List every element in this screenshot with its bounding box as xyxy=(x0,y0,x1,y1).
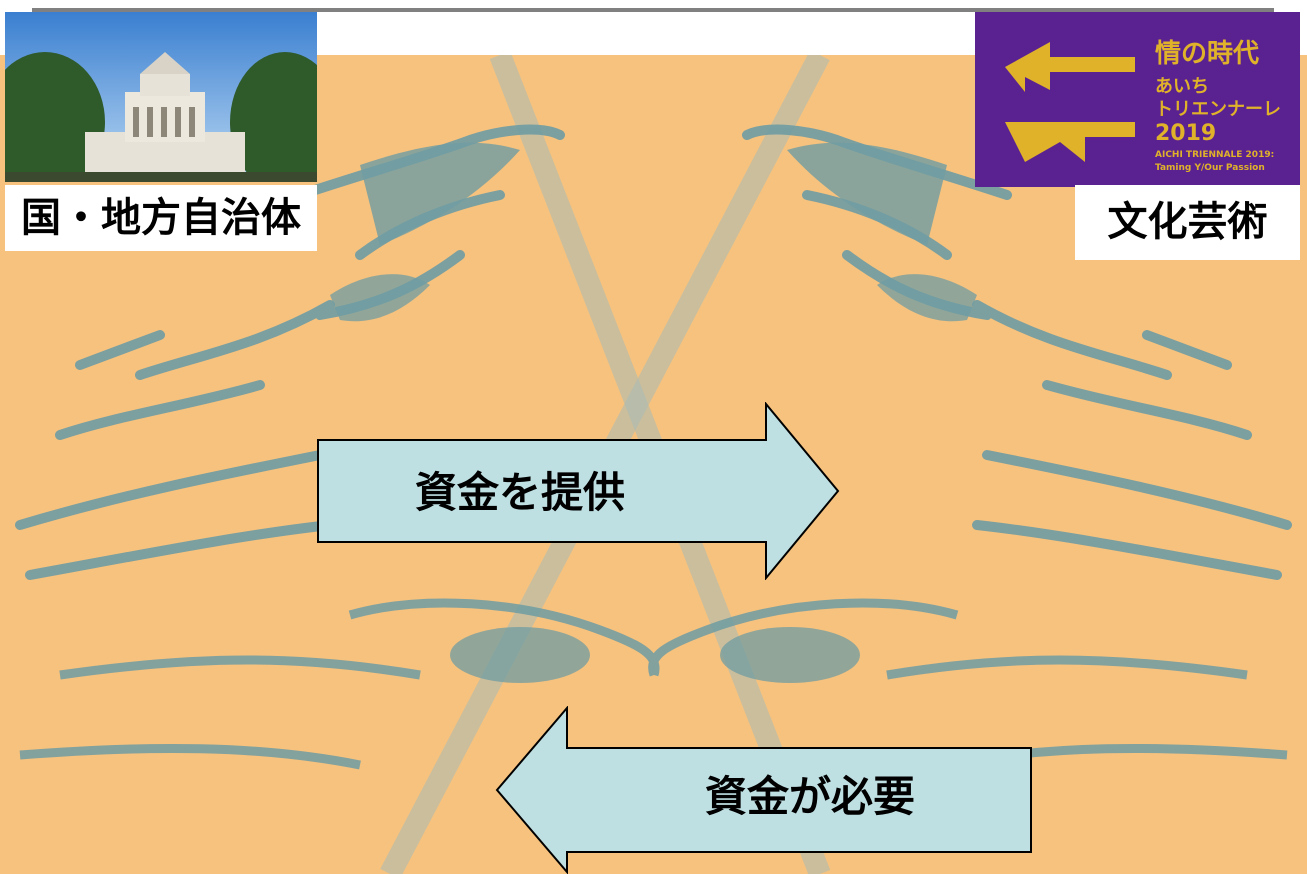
top-rule xyxy=(32,8,1274,12)
arrow-label-need-funds: 資金が必要 xyxy=(704,772,915,821)
logo-title: 情の時代 xyxy=(1155,39,1259,69)
svg-text:Taming Y/Our Passion: Taming Y/Our Passion xyxy=(1155,163,1265,173)
arrow-left xyxy=(495,706,1032,874)
arrow-label-provide-funds: 資金を提供 xyxy=(414,468,625,517)
svg-text:AICHI TRIENNALE 2019:: AICHI TRIENNALE 2019: xyxy=(1155,150,1274,160)
svg-text:トリエンナーレ: トリエンナーレ xyxy=(1155,99,1281,120)
diet-building-photo xyxy=(5,12,317,182)
svg-text:2019: 2019 xyxy=(1155,121,1216,146)
aichi-triennale-logo: 情の時代 あいち トリエンナーレ 2019 AICHI TRIENNALE 20… xyxy=(975,12,1300,187)
arrow-right xyxy=(317,402,840,580)
label-government: 国・地方自治体 xyxy=(5,185,317,251)
svg-text:あいち: あいち xyxy=(1155,76,1209,97)
label-culture-art: 文化芸術 xyxy=(1075,185,1300,260)
